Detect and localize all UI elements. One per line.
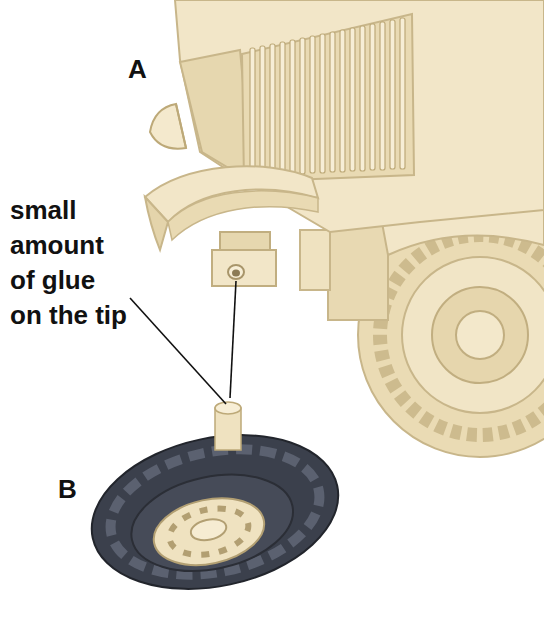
front-wheel-part [99,431,331,592]
front-wheel-part [165,502,252,562]
axle-peg-part [215,402,241,414]
radiator-grille-part [320,34,325,173]
headlight-part [176,104,186,148]
rear-wheel-part [380,235,544,435]
radiator-grille [250,18,405,176]
radiator-grille-part [370,24,375,170]
radiator-grille-part [360,26,365,171]
front-wheel-part [148,489,271,575]
front-wheel-part [122,461,302,585]
radiator-grille-part [380,22,385,170]
axle-mount [212,232,276,286]
part-letter: A [128,54,147,84]
radiator-grille-part [250,48,255,176]
headlight-part [150,104,186,149]
headlight [150,104,186,149]
part-letter: B [58,474,77,504]
radiator-grille-part [340,30,345,172]
front-wheel-part [189,516,228,543]
alignment-line [230,281,236,398]
axle-peg [215,402,241,450]
radiator-grille-part [290,40,295,174]
radiator-grille-part [270,44,275,175]
radiator-grille-part [300,38,305,174]
radiator-grille-part [310,36,315,173]
rear-wheel-part [432,287,528,383]
leader-line-part [130,298,226,404]
axle-mount-part [232,270,240,277]
truck-body-part [180,50,252,182]
radiator-grille-part [330,32,335,172]
radiator-grille-part [260,46,265,176]
rear-wheel-part [402,257,544,413]
front-fender-part [145,197,168,250]
leader-line [130,298,226,404]
alignment-line-part [230,281,236,398]
chassis-block-part [300,230,330,290]
radiator-grille-part [350,28,355,171]
axle-mount-part [228,265,244,279]
radiator-grille-part [390,20,395,169]
rear-wheel-part [456,311,504,359]
truck-body-part [242,14,414,182]
callout-note: small amount of glue on the tip [10,193,128,333]
radiator-grille-part [280,42,285,175]
radiator-grille-part [400,18,405,169]
axle-mount-part [212,250,276,286]
